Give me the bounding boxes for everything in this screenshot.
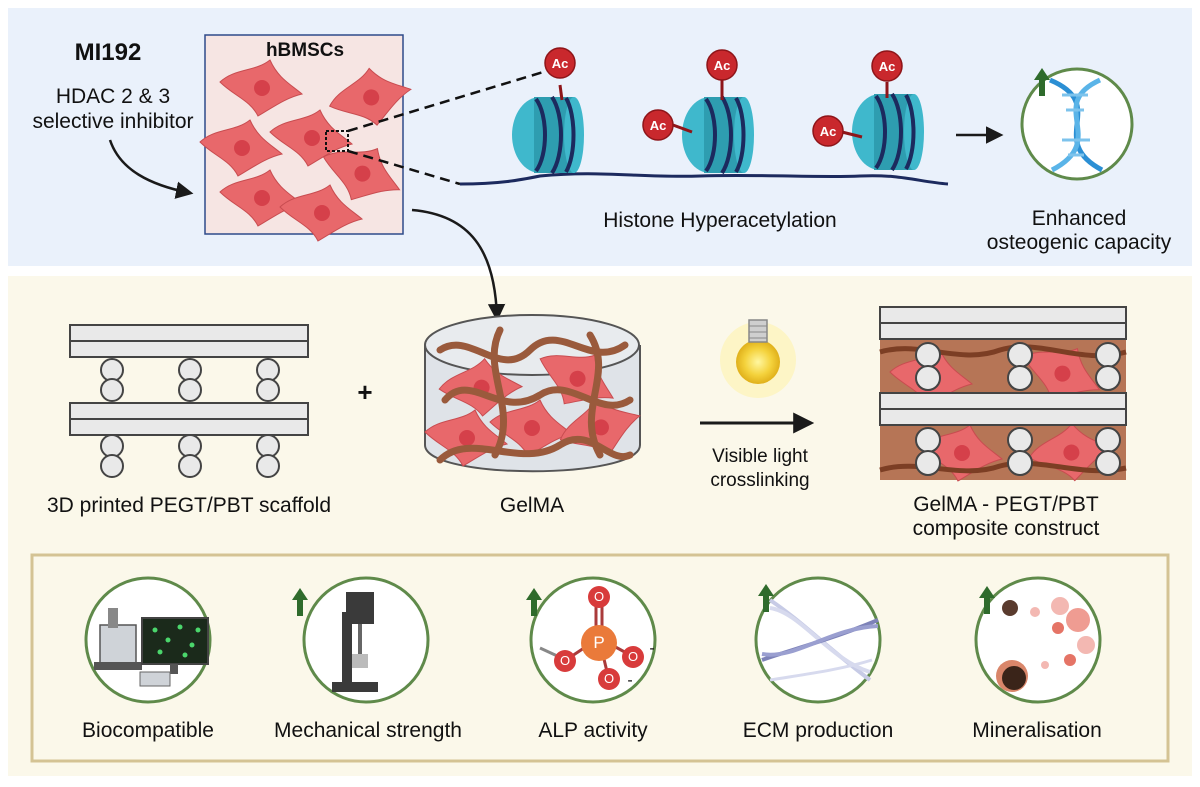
light-label-line2: crosslinking [710,470,810,491]
scaffold-label: 3D printed PEGT/PBT scaffold [46,494,332,517]
oxygen-atom-right: O [622,646,644,668]
charge-minus-right: - [649,640,655,657]
outcome-label-mechanical-strength: Mechanical strength [274,719,462,742]
outcome-label-ecm-production: ECM production [742,719,894,742]
outcome-label-alp-activity: ALP activity [538,719,648,742]
light-label-line1: Visible light [712,446,808,467]
drug-name: MI192 [74,39,142,66]
mechanical-tester-icon [292,576,430,704]
gelma-label: GelMA [499,494,565,517]
dna-helix-icon [1020,67,1134,181]
plus-sign: + [357,377,373,407]
cell-box-title: hBMSCs [265,40,345,61]
outcome-line2: osteogenic capacity [986,231,1172,254]
pegt-pbt-scaffold-icon [69,324,309,478]
mineral-nodules-icon [974,576,1102,704]
chromatin-fiber [459,47,949,186]
composite-label-line1: GelMA - PEGT/PBT [913,493,1099,516]
outcome-label-biocompatible: Biocompatible [82,719,214,742]
outcome-line1: Enhanced [1031,207,1127,230]
acetyl-tag-1 [544,47,576,79]
collagen-fibers-icon [754,576,882,704]
microscope-icon [84,576,212,704]
composite-label-line2: composite construct [912,517,1100,540]
oxygen-atom-left: O [554,650,576,672]
outcomes-box [30,553,1170,763]
light-bulb-icon [720,319,796,398]
phosphorus-atom: P [581,625,617,661]
histone-label: Histone Hyperacetylation [603,209,837,232]
charge-minus-bottom: - [627,672,633,689]
oxygen-atom-top: O [588,586,610,608]
outcome-label-mineralisation: Mineralisation [972,719,1102,742]
hbmsc-cell-box [199,34,419,242]
composite-construct-icon [879,306,1127,491]
oxygen-atom-bottom: O [598,668,620,690]
gelma-hydrogel-icon [424,314,650,473]
drug-description-line1: HDAC 2 & 3 [55,85,171,108]
drug-description-line2: selective inhibitor [32,110,194,133]
